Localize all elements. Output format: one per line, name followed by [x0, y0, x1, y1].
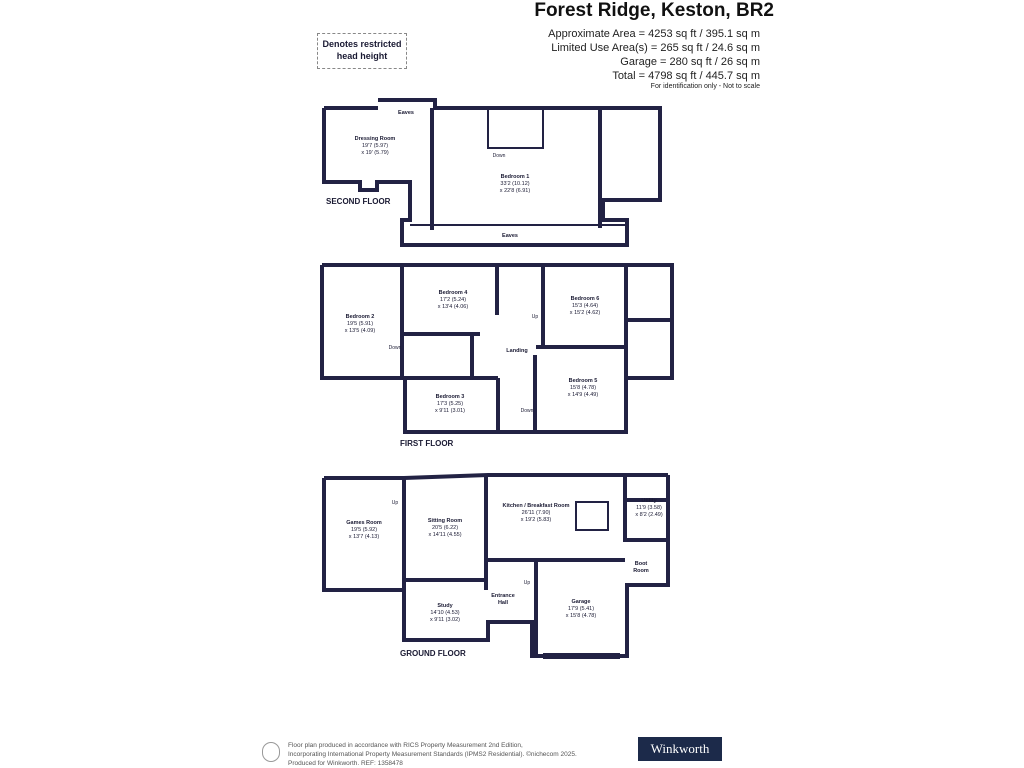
first-floor-label: FIRST FLOOR [400, 439, 454, 448]
restricted-height-legend: Denotes restricted head height [317, 33, 407, 69]
room-bedroom-4: Bedroom 4 17'2 (5.24) x 13'4 (4.06) [438, 290, 469, 310]
footer-line-2: Incorporating International Property Mea… [288, 751, 577, 758]
room-name: Games Room [346, 520, 382, 526]
room-name: Bedroom 4 [439, 290, 469, 296]
stair-down-label: Down [389, 345, 402, 351]
room-name: Room [633, 568, 649, 574]
footer-notes: Floor plan produced in accordance with R… [288, 741, 608, 768]
room-name: Study [437, 603, 453, 609]
legend-line-1: Denotes restricted [322, 39, 402, 49]
room-name: Bedroom 2 [346, 314, 375, 320]
area-approx: Approximate Area = 4253 sq ft / 395.1 sq… [548, 28, 760, 40]
room-dim: x 19' (5.79) [361, 150, 389, 156]
room-bedroom-5: Bedroom 5 15'8 (4.78) x 14'9 (4.49) [568, 378, 599, 398]
stair-down-label: Down [521, 408, 534, 414]
room-dim: 20'5 (6.22) [432, 525, 458, 531]
second-floor-walls [322, 98, 662, 247]
room-dim: x 8'2 (2.49) [635, 512, 663, 518]
footer-line-1: Floor plan produced in accordance with R… [288, 742, 523, 749]
room-dim: 17'3 (5.25) [437, 401, 463, 407]
legend-line-2: head height [336, 51, 388, 61]
room-name: Garage [572, 599, 591, 605]
eaves-label: Eaves [502, 233, 518, 239]
room-name: Hall [498, 600, 509, 606]
room-dim: x 13'7 (4.13) [349, 534, 380, 540]
room-name: Sitting Room [428, 518, 462, 524]
room-bedroom-1: Bedroom 1 33'2 (10.12) x 22'8 (6.91) [500, 174, 531, 194]
room-dim: 17'2 (5.24) [440, 297, 466, 303]
stair-up-label: Up [532, 314, 539, 320]
stair-up-label: Up [392, 500, 399, 506]
identification-note: For identification only - Not to scale [650, 83, 760, 90]
brand-logo: Winkworth [638, 737, 722, 761]
room-dim: x 13'5 (4.09) [345, 328, 376, 334]
room-dim: x 13'4 (4.06) [438, 304, 469, 310]
room-name: Kitchen / Breakfast Room [503, 503, 570, 509]
first-floor-walls [320, 263, 674, 434]
footer-line-3: Produced for Winkworth. REF: 1358478 [288, 760, 403, 767]
ground-floor-label: GROUND FLOOR [400, 649, 466, 658]
room-dim: x 22'8 (6.91) [500, 188, 531, 194]
room-dim: x 19'2 (5.83) [521, 517, 552, 523]
room-kitchen: Kitchen / Breakfast Room 26'11 (7.90) x … [503, 503, 570, 523]
room-dim: 33'2 (10.12) [500, 181, 529, 187]
room-dim: x 9'11 (3.01) [435, 408, 465, 414]
area-total: Total = 4798 sq ft / 445.7 sq m [612, 70, 760, 82]
property-title: Forest Ridge, Keston, BR2 [534, 0, 774, 21]
room-bedroom-2: Bedroom 2 19'5 (5.91) x 13'5 (4.09) [345, 314, 376, 334]
room-dim: 17'9 (5.41) [568, 606, 594, 612]
room-dim: x 15'2 (4.62) [570, 310, 601, 316]
eaves-label: Eaves [398, 110, 414, 116]
room-boot: Boot Room [633, 561, 649, 574]
stair-down-label: Down [493, 153, 506, 159]
room-dim: 19'5 (5.91) [347, 321, 373, 327]
area-garage: Garage = 280 sq ft / 26 sq m [620, 56, 760, 68]
room-name: Boot [635, 561, 648, 567]
accessibility-icon [262, 742, 280, 762]
room-name: Bedroom 5 [569, 378, 598, 384]
room-dim: x 14'9 (4.49) [568, 392, 599, 398]
ground-floor-walls [322, 473, 670, 659]
area-limited: Limited Use Area(s) = 265 sq ft / 24.6 s… [551, 42, 760, 54]
room-name: Bedroom 3 [436, 394, 465, 400]
room-entrance-hall: Entrance Hall [491, 593, 515, 606]
room-dim: 26'11 (7.90) [522, 510, 551, 516]
room-dim: 15'3 (4.64) [572, 303, 598, 309]
area-summary: Approximate Area = 4253 sq ft / 395.1 sq… [490, 27, 760, 83]
room-dim: 15'8 (4.78) [570, 385, 596, 391]
room-name: Dressing Room [355, 136, 396, 142]
room-games: Games Room 19'5 (5.92) x 13'7 (4.13) [346, 520, 382, 540]
room-dim: 19'5 (5.92) [351, 527, 377, 533]
room-name: Bedroom 1 [501, 174, 530, 180]
room-garage: Garage 17'9 (5.41) x 15'8 (4.78) [566, 599, 597, 619]
room-dim: x 15'8 (4.78) [566, 613, 597, 619]
room-dim: 14'10 (4.53) [430, 610, 459, 616]
room-landing: Landing [506, 348, 527, 354]
room-name: Bedroom 6 [571, 296, 600, 302]
room-utility: Utility 11'9 (3.58) x 8'2 (2.49) [635, 498, 663, 518]
room-dressing: Dressing Room 19'7 (5.97) x 19' (5.79) [355, 136, 396, 156]
room-study: Study 14'10 (4.53) x 9'11 (3.02) [430, 603, 460, 623]
room-dim: 11'9 (3.58) [636, 505, 662, 511]
room-bedroom-3: Bedroom 3 17'3 (5.25) x 9'11 (3.01) [435, 394, 465, 414]
room-name: Utility [641, 498, 657, 504]
stair-up-label: Up [524, 580, 531, 586]
second-floor-label: SECOND FLOOR [326, 197, 391, 206]
room-bedroom-6: Bedroom 6 15'3 (4.64) x 15'2 (4.62) [570, 296, 601, 316]
room-dim: x 9'11 (3.02) [430, 617, 460, 623]
room-dim: 19'7 (5.97) [362, 143, 388, 149]
room-name: Entrance [491, 593, 515, 599]
room-dim: x 14'11 (4.55) [428, 532, 461, 538]
room-sitting: Sitting Room 20'5 (6.22) x 14'11 (4.55) [428, 518, 462, 538]
